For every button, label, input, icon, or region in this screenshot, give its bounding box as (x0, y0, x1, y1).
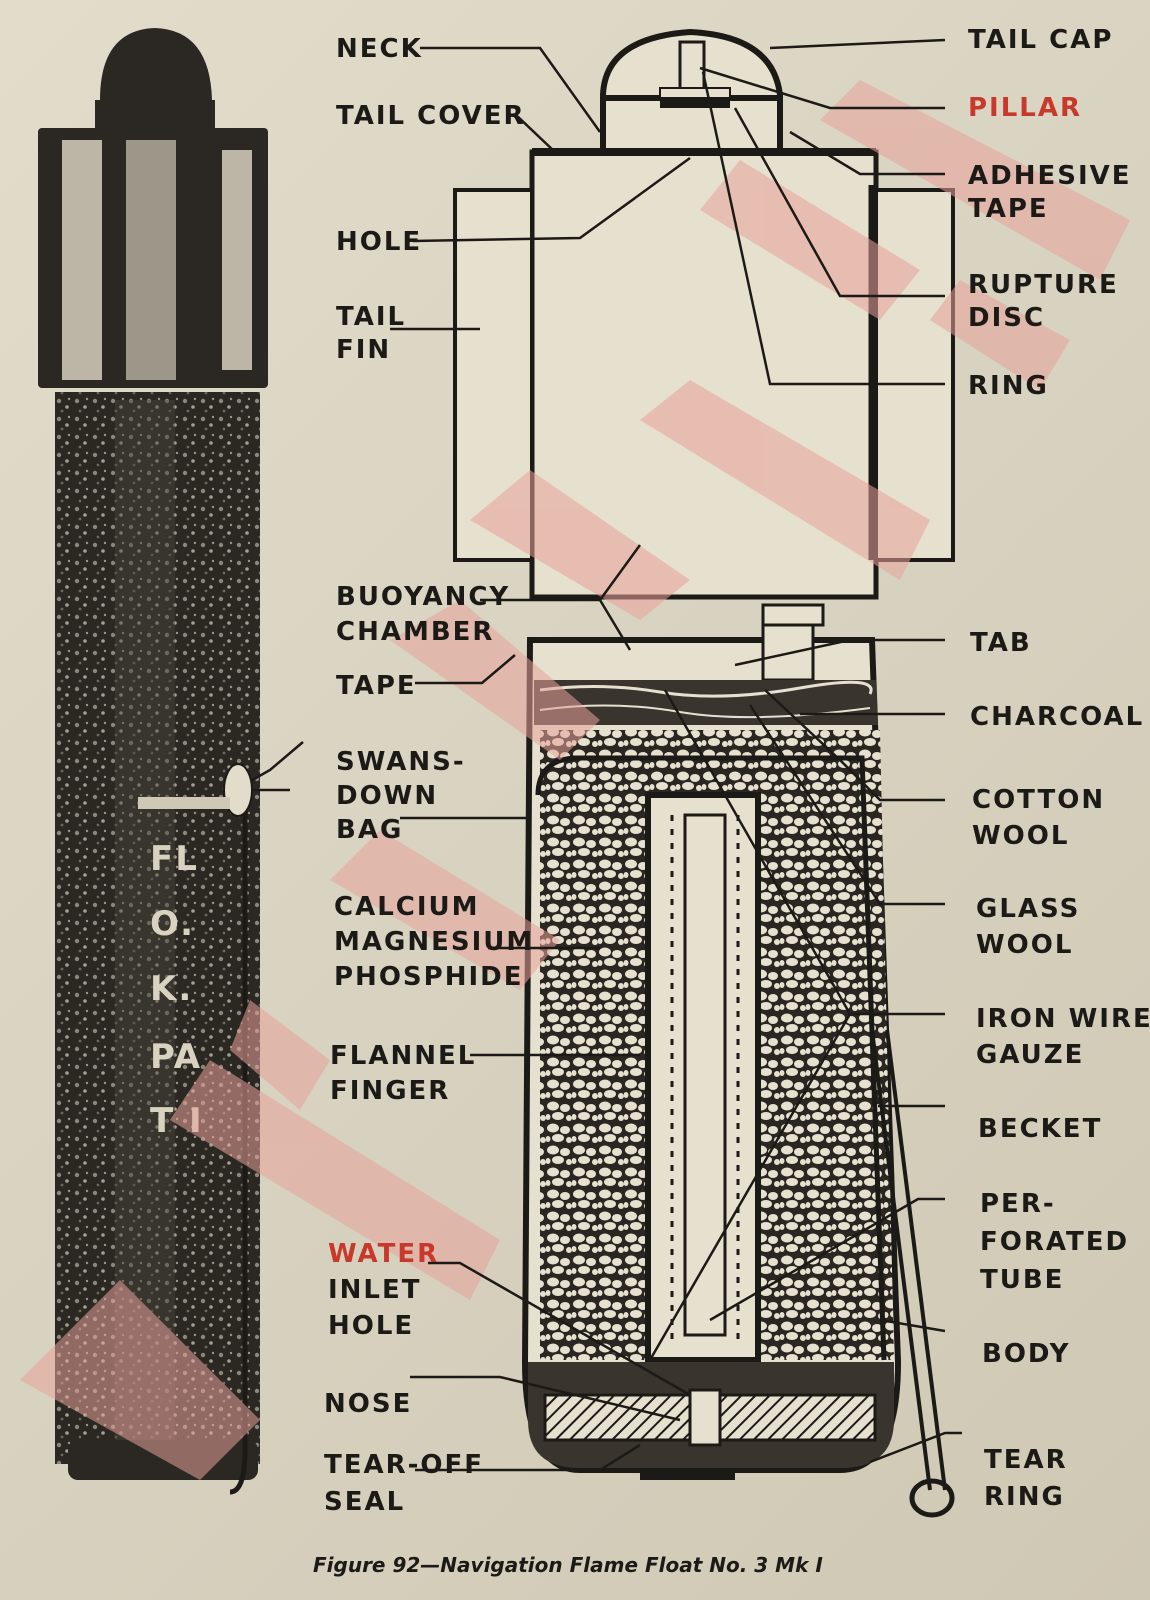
label-flannel-finger: FINGER (330, 1076, 450, 1106)
label-neck: NECK (336, 34, 423, 64)
label-tail-fin: FIN (336, 335, 391, 365)
float-photo: FL O. K. PA T I (38, 28, 304, 1495)
label-tail-fin: TAIL (336, 302, 406, 332)
label-tail-cap: TAIL CAP (968, 25, 1113, 55)
label-calcium-magnesium-phosphide: PHOSPHIDE (334, 962, 523, 992)
label-adhesive-tape: ADHESIVE (968, 161, 1132, 191)
label-tail-cover: TAIL COVER (336, 101, 526, 131)
label-pillar: PILLAR (968, 93, 1082, 123)
figure-caption: Figure 92—Navigation Flame Float No. 3 M… (313, 1553, 823, 1577)
label-rupture-disc: RUPTURE (968, 270, 1119, 300)
perforated-tube-shape (683, 813, 727, 1337)
label-swansdown-bag: SWANS- (336, 747, 466, 777)
labels-right: TAIL CAP PILLAR ADHESIVE TAPE RUPTURE DI… (968, 25, 1150, 1512)
label-becket: BECKET (978, 1114, 1102, 1144)
label-cotton-wool: WOOL (972, 821, 1069, 851)
label-ring: RING (968, 371, 1049, 401)
label-water-inlet-hole: WATER (328, 1239, 439, 1269)
labels-left: NECK TAIL COVER HOLE TAIL FIN BUOYANCY C… (324, 34, 534, 1517)
label-water-inlet-hole: INLET (328, 1275, 422, 1305)
label-charcoal: CHARCOAL (970, 702, 1144, 732)
label-adhesive-tape: TAPE (968, 194, 1049, 224)
label-swansdown-bag: DOWN (336, 781, 438, 811)
tear-off-seal-shape (640, 1468, 735, 1480)
label-body: BODY (982, 1339, 1070, 1369)
label-flannel-finger: FLANNEL (330, 1041, 476, 1071)
label-iron-wire-gauze: IRON WIRE (976, 1004, 1150, 1034)
label-water-inlet-hole: HOLE (328, 1311, 414, 1341)
tear-ring-shape (909, 1478, 955, 1518)
label-buoyancy-chamber: CHAMBER (336, 617, 494, 647)
label-calcium-magnesium-phosphide: MAGNESIUM (334, 927, 534, 957)
label-buoyancy-chamber: BUOYANCY (336, 582, 510, 612)
label-nose: NOSE (324, 1389, 412, 1419)
swansdown-bag-shape (535, 755, 887, 1361)
label-swansdown-bag: BAG (336, 815, 403, 845)
stencil-line: FL (150, 839, 199, 879)
stencil-line: K. (150, 969, 193, 1009)
tab-shape (761, 603, 825, 627)
leader-lines (390, 38, 962, 1472)
watermark (20, 80, 1130, 1480)
label-tear-ring: RING (984, 1482, 1065, 1512)
label-calcium-magnesium-phosphide: CALCIUM (334, 892, 480, 922)
label-perforated-tube: PER- (980, 1189, 1056, 1219)
label-tape: TAPE (336, 671, 417, 701)
label-tab: TAB (970, 628, 1032, 658)
stencil-line: O. (150, 904, 195, 944)
label-perforated-tube: TUBE (980, 1265, 1064, 1295)
label-glass-wool: GLASS (976, 894, 1080, 924)
label-hole: HOLE (336, 227, 422, 257)
label-tear-off-seal: TEAR-OFF (324, 1450, 484, 1480)
label-tear-ring: TEAR (984, 1445, 1068, 1475)
label-glass-wool: WOOL (976, 930, 1073, 960)
stencil-line: PA (150, 1037, 202, 1077)
label-perforated-tube: FORATED (980, 1227, 1129, 1257)
label-rupture-disc: DISC (968, 303, 1045, 333)
label-cotton-wool: COTTON (972, 785, 1105, 815)
label-tear-off-seal: SEAL (324, 1487, 405, 1517)
label-iron-wire-gauze: GAUZE (976, 1040, 1084, 1070)
